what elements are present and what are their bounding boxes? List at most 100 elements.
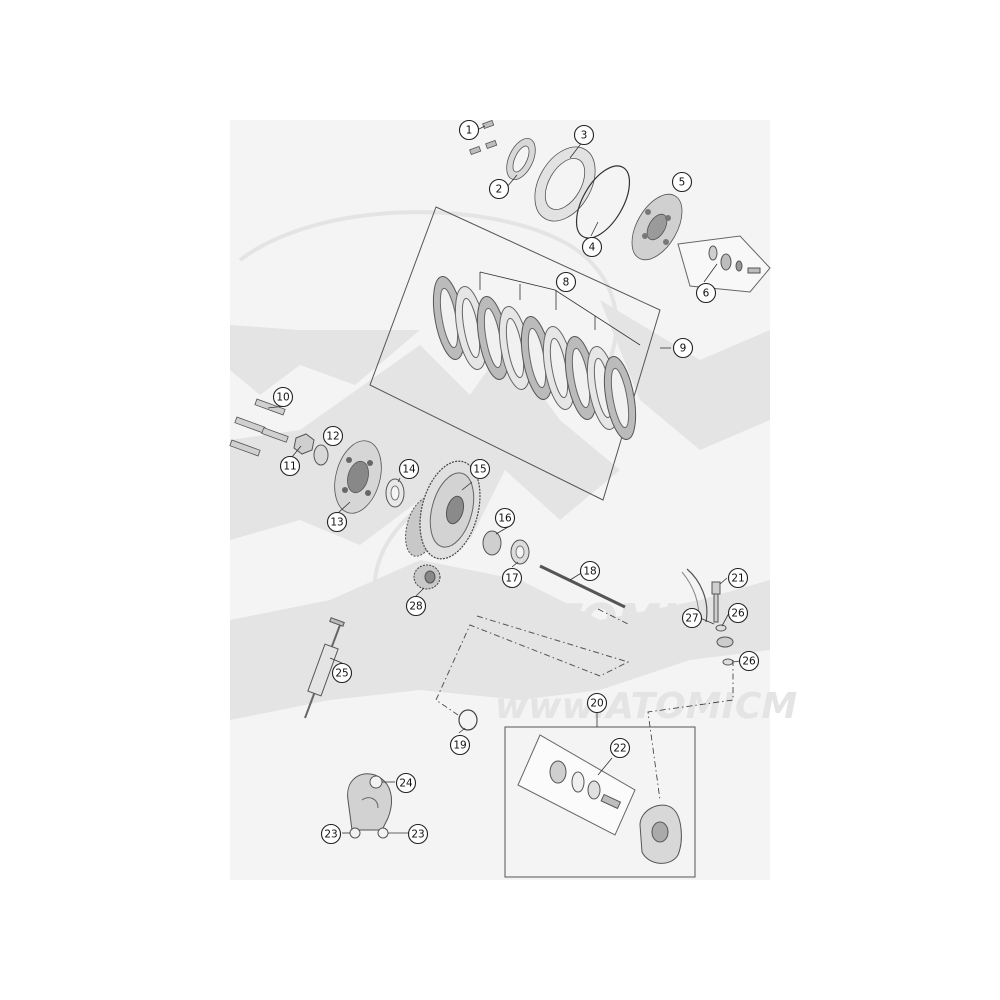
callout-label: 1 [466,125,473,137]
callout-circle [405,595,427,617]
callout-5: 5 [671,171,693,193]
part-bushing [510,539,530,565]
callout-circle [407,823,429,845]
callout-label: 8 [563,277,570,289]
callout-circle [458,119,480,141]
callout-label: 21 [731,573,744,585]
callout-circle [398,458,420,480]
callout-label: 26 [731,608,745,620]
watermark-swoosh [238,210,619,382]
callout-18: 18 [579,560,601,582]
callout-label: 12 [326,431,339,443]
callout-4: 4 [581,236,603,258]
callout-23: 23 [320,823,342,845]
callout-2: 2 [488,178,510,200]
callout-12: 12 [322,425,344,447]
callout-circle [331,662,353,684]
part-needle-bearing [482,530,502,556]
part-spring-retainer [506,138,536,180]
callout-label: 9 [680,343,687,355]
part-sealing-washer-upper [715,624,727,632]
part-push-rod [539,564,626,609]
part-lock-washer [313,444,329,466]
part-clutch-basket [405,460,481,560]
o-ring-dashed-outline [435,615,630,716]
callout-circle [555,271,577,293]
callout-23: 23 [407,823,429,845]
part-clutch-discs [432,276,637,440]
callout-10: 10 [272,386,294,408]
watermark-logo [230,300,770,720]
callout-label: 17 [505,573,518,585]
callout-circle [322,425,344,447]
callout-label: 15 [473,464,486,476]
callout-label: 2 [496,184,503,196]
part-banjo-fitting [716,636,734,648]
callout-11: 11 [279,455,301,477]
part-thrust-washer [385,478,405,508]
callout-label: 11 [283,461,296,473]
part-slave-cylinder [639,804,682,864]
watermark-brand: ATOMIC [517,595,710,646]
callout-20: 20 [586,692,608,714]
callout-label: 24 [399,778,413,790]
part-pressure-plate [631,193,683,261]
slave-cylinder-kit-box [504,726,696,878]
part-piston-kit [517,734,636,836]
callout-27: 27 [681,607,703,629]
part-sealing-washer-lower [722,658,734,666]
callout-label: 5 [679,177,686,189]
part-small-gear [413,564,441,590]
callout-circle [672,337,694,359]
callout-label: 28 [409,601,422,613]
callout-17: 17 [501,567,523,589]
callout-circle [727,567,749,589]
part-wire-ring [575,165,631,239]
callout-circle [573,124,595,146]
callout-circle [501,567,523,589]
part-release-bearing-kit [677,235,771,293]
callout-circle [579,560,601,582]
part-clutch-hose [686,568,708,623]
callout-label: 20 [590,698,603,710]
callout-circle [326,511,348,533]
callout-label: 25 [335,668,348,680]
callout-circle [279,455,301,477]
callout-circle [395,772,417,794]
callout-circle [272,386,294,408]
callout-circle [449,734,471,756]
callout-16: 16 [494,507,516,529]
callout-label: 22 [613,743,626,755]
callout-22: 22 [609,737,631,759]
callout-label: 3 [581,130,588,142]
callout-circle [738,650,760,672]
callout-circle [609,737,631,759]
callout-circle [681,607,703,629]
callout-label: 6 [703,288,710,300]
watermark-sub: moto [650,629,714,654]
callout-label: 16 [498,513,512,525]
callout-label: 26 [742,656,756,668]
part-clutch-hub [334,440,382,514]
callout-label: 18 [583,566,596,578]
callout-circle [671,171,693,193]
callout-25: 25 [331,662,353,684]
callout-circle [695,282,717,304]
part-slave-cover [347,773,392,839]
callout-15: 15 [469,458,491,480]
callout-1: 1 [458,119,480,141]
part-screws [469,119,498,156]
watermark-url: www.ATOMICM [495,686,797,727]
callout-label: 4 [589,242,596,254]
part-pins [229,398,289,457]
part-bleeding-syringe [304,617,345,719]
callout-circle [488,178,510,200]
callout-26: 26 [738,650,760,672]
callout-26: 26 [727,602,749,624]
callout-14: 14 [398,458,420,480]
callout-label: 10 [276,392,289,404]
callout-label: 14 [402,464,416,476]
callout-8: 8 [555,271,577,293]
